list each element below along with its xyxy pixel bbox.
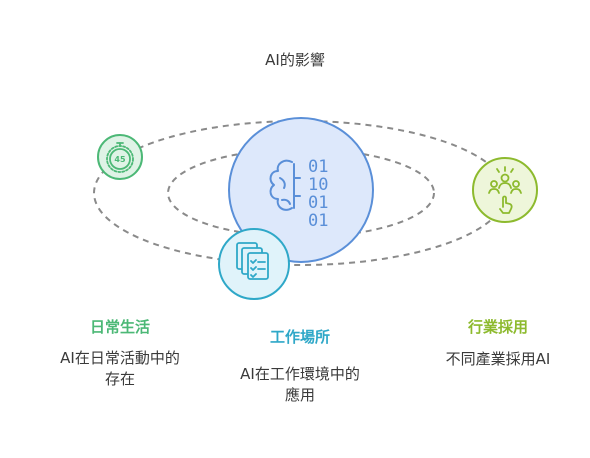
workplace-node: [218, 228, 290, 300]
daily-life-label: 日常生活: [89, 318, 150, 336]
daily-life-node: 45: [97, 134, 143, 180]
checklist-documents-icon: [236, 242, 269, 280]
center-ai-node: 01 10 01 01: [228, 117, 374, 263]
stopwatch-number: 45: [114, 155, 126, 164]
binary-line-3: 01: [308, 193, 328, 213]
diagram-title: AI的影響: [265, 51, 325, 69]
daily-life-description-line-2: 存在: [104, 370, 135, 388]
workplace-label: 工作場所: [269, 328, 330, 346]
industry-adoption-node: [472, 157, 538, 223]
people-hand-adoption-icon: [488, 166, 522, 214]
daily-life-description-line-1: AI在日常活動中的: [60, 349, 180, 367]
daily-life-description: AI在日常活動中的 存在: [20, 348, 220, 390]
industry-adoption-description: 不同產業採用AI: [445, 350, 551, 368]
binary-line-1: 01: [308, 157, 328, 177]
stopwatch-45-icon: [106, 142, 134, 173]
workplace-description-line-1: AI在工作環境中的: [240, 365, 360, 383]
binary-line-4: 01: [308, 211, 328, 231]
brain-binary-icon: [269, 159, 301, 211]
workplace-description: AI在工作環境中的 應用: [200, 364, 400, 406]
industry-adoption-label: 行業採用: [467, 318, 528, 336]
workplace-description-line-2: 應用: [284, 386, 315, 404]
binary-line-2: 10: [308, 175, 328, 195]
